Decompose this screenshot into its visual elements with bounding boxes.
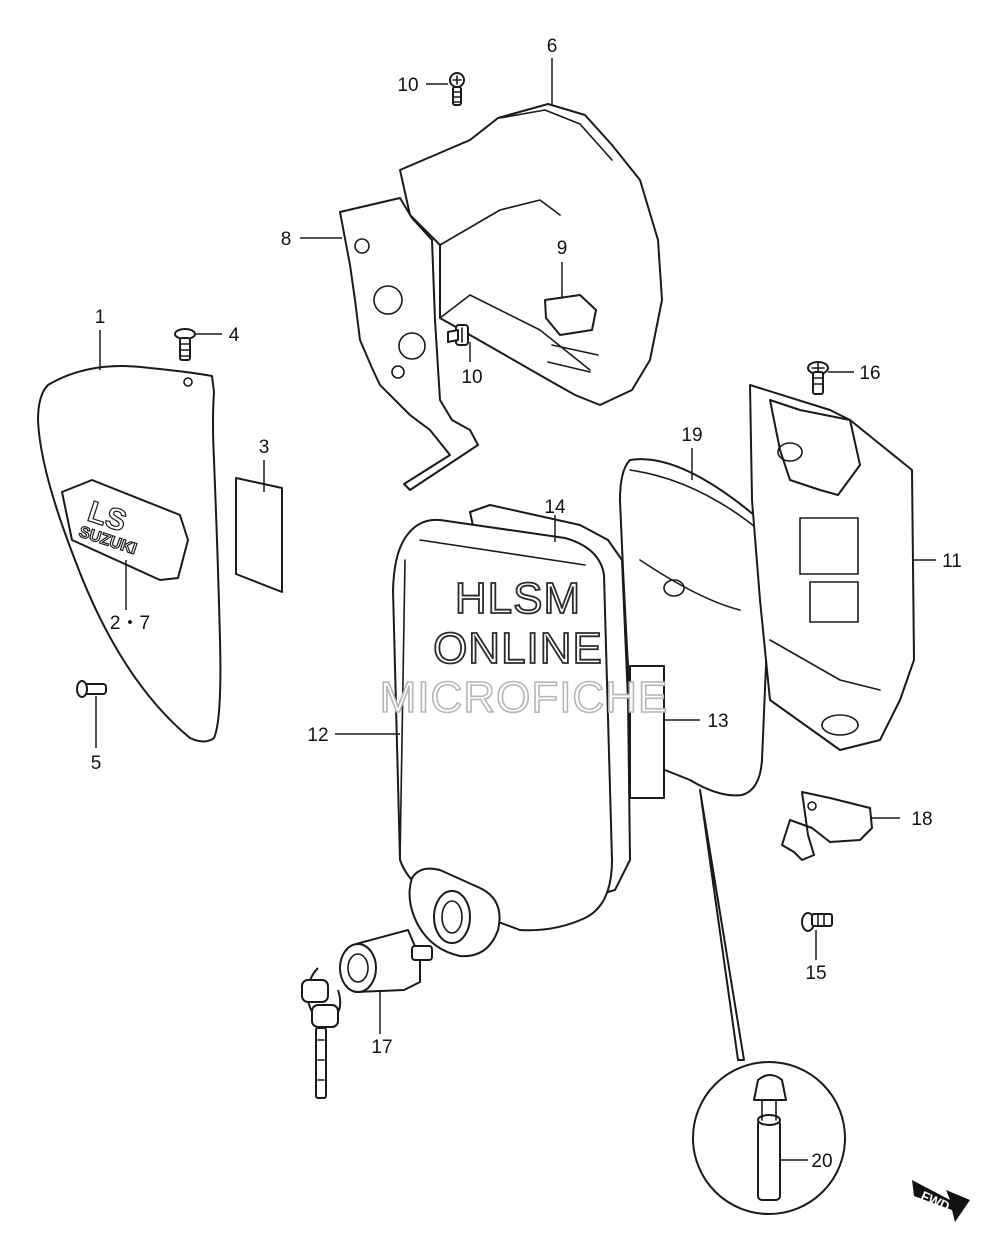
callout-10-top: 10 [397,75,418,96]
callout-13: 13 [707,711,728,732]
left-side-cover-assembly: LS SUZUKI [37,328,283,743]
callout-1: 1 [95,307,106,328]
callout-3: 3 [259,437,270,458]
leader-lines [95,58,936,1161]
callout-15: 15 [805,963,826,984]
screw-10-lower [447,324,469,346]
callout-16: 16 [859,363,880,384]
pin-20 [753,1074,787,1101]
screw-16 [807,361,829,395]
sheet-13 [629,665,665,799]
clip-assembly [781,791,873,932]
cover-6 [399,103,663,406]
screw-10-top [449,72,465,106]
callout-18: 18 [911,809,932,830]
callout-8: 8 [281,229,292,250]
lock-17 [301,929,433,1099]
callout-17: 17 [371,1037,392,1058]
detail-20 [692,789,846,1215]
emblem-2: LS SUZUKI [61,479,189,581]
fwd-arrow: FWD [912,1180,970,1222]
watermark: HLSM ONLINE MICROFICHE [379,573,669,723]
screw-4 [174,328,196,361]
rear-cover-assembly [619,458,772,799]
mount-plate-assembly [749,361,915,751]
upper-cover-assembly [339,72,663,491]
callout-19: 19 [681,425,702,446]
box-assembly [392,504,631,958]
callout-6: 6 [547,36,558,57]
callout-5: 5 [91,753,102,774]
watermark-line-3: MICROFICHE [380,673,669,722]
callout-14: 14 [544,497,566,518]
clip-18 [781,791,873,861]
screw-5 [76,680,107,698]
callout-10-lower: 10 [461,367,482,388]
callout-11: 11 [942,551,962,572]
callout-9: 9 [557,238,568,259]
bracket-8 [339,197,479,491]
clip-9 [544,294,597,336]
callout-12: 12 [307,725,328,746]
callout-20: 20 [811,1151,832,1172]
pad-3 [235,477,283,593]
watermark-line-1: HLSM [455,574,581,623]
watermark-line-2: ONLINE [433,624,603,673]
callouts: 6 10 8 9 10 1 4 3 2・7 5 12 14 13 19 11 1… [91,36,962,1172]
callout-2-7: 2・7 [110,613,150,634]
callout-4: 4 [229,325,240,346]
screw-15 [801,912,833,932]
